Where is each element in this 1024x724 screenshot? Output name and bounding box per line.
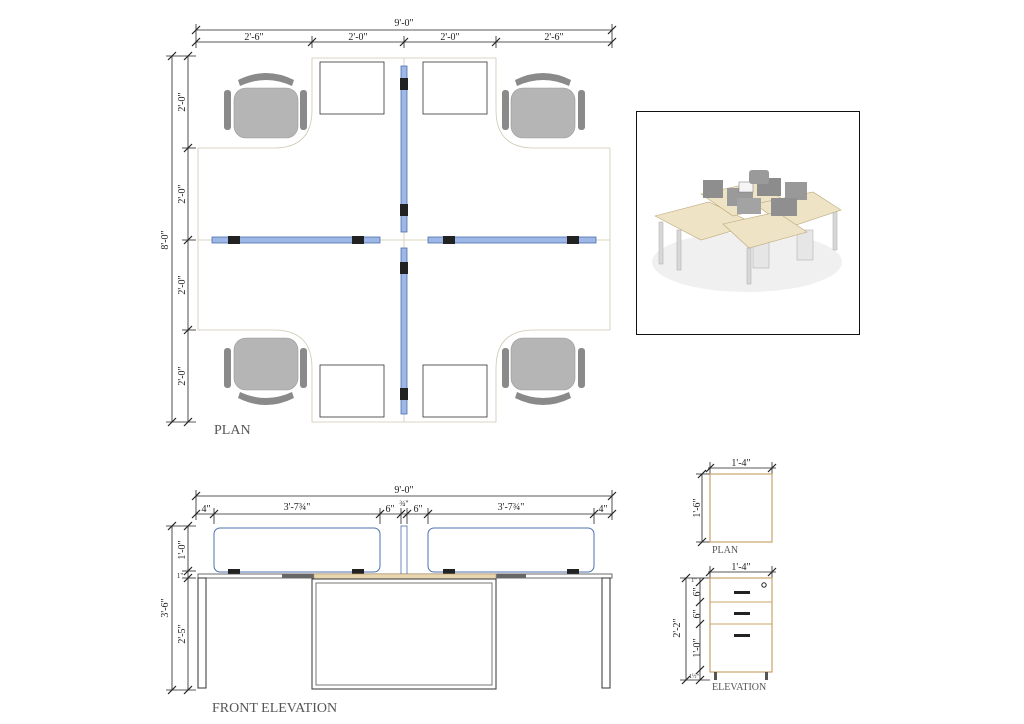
elev-screen-left	[213, 527, 381, 573]
pedestal-body	[709, 577, 773, 673]
plan-label: PLAN	[214, 423, 251, 438]
pedestal-elev-drawer1: 6"	[692, 587, 703, 596]
elev-left-offset: 4"	[201, 504, 210, 515]
drawer-handle-1	[734, 591, 750, 594]
chair-top-right	[502, 73, 585, 139]
pedestal-elev-width: 1'-4"	[731, 562, 750, 573]
drawer-handle-3	[734, 634, 750, 637]
pedestal-elev-base: 1½"	[689, 673, 700, 680]
elev-modesty-frame	[311, 578, 497, 690]
lock-icon	[761, 582, 767, 588]
elev-desk-height: 2'-5"	[177, 624, 188, 643]
partition-vertical-bottom	[400, 247, 408, 415]
elev-mid-right: 6"	[413, 504, 422, 515]
plan-seg-4: 2'-6"	[544, 32, 563, 43]
chair-bottom-right	[502, 337, 585, 405]
pedestal-plan-box	[709, 473, 773, 543]
plan-total-depth: 8'-0"	[160, 230, 171, 249]
front-elevation: 9'-0" 4" 3'-7¾" 6" ¾" 6" 3'-7¾" 4" 3'-6"	[160, 485, 617, 716]
pedestal-plan-width: 1'-4"	[731, 458, 750, 469]
pedestal-elev-top: 1"	[691, 578, 697, 584]
monitor-bottom-left	[319, 364, 385, 418]
plan-depth-4: 2'-0"	[177, 366, 188, 385]
plan-seg-3: 2'-0"	[440, 32, 459, 43]
elev-panel-height: 1'-0"	[177, 540, 188, 559]
plan-depth-1: 2'-0"	[177, 92, 188, 111]
front-elevation-label: FRONT ELEVATION	[212, 701, 337, 716]
plan-seg-1: 2'-6"	[244, 32, 263, 43]
monitor-top-right	[422, 61, 488, 115]
elev-leg-left	[197, 577, 207, 689]
pedestal-elevation-label: ELEVATION	[712, 682, 766, 693]
elev-right-panel: 3'-7¾"	[498, 502, 525, 513]
monitor-top-left	[319, 61, 385, 115]
plan-depth-2: 2'-0"	[177, 184, 188, 203]
render-preview	[636, 111, 860, 335]
drawer-handle-2	[734, 612, 750, 615]
elev-left-panel: 3'-7¾"	[284, 502, 311, 513]
elev-mid-center: ¾"	[399, 499, 408, 508]
elev-total-width: 9'-0"	[394, 485, 413, 496]
chair-bottom-left	[224, 337, 307, 405]
elev-total-height: 3'-6"	[160, 598, 171, 617]
elev-top-thickness: 1"	[177, 572, 184, 580]
pedestal-plan-depth: 1'-6"	[692, 498, 703, 517]
partition-horizontal-left	[211, 236, 381, 244]
chair-top-left	[224, 73, 307, 139]
pedestal-elev-drawer2: 6"	[692, 609, 703, 618]
elev-mid-left: 6"	[385, 504, 394, 515]
elev-screen-right	[427, 527, 595, 573]
partition-vertical-top	[400, 65, 408, 233]
pedestal-elev-total: 2'-2"	[672, 618, 683, 637]
elev-right-offset: 4"	[598, 504, 607, 515]
workstation-render-image	[652, 170, 842, 292]
plan-total-width: 9'-0"	[394, 18, 413, 29]
plan-depth-3: 2'-0"	[177, 275, 188, 294]
partition-horizontal-right	[427, 236, 597, 244]
pedestal-elev-drawer3: 1'-0"	[692, 638, 703, 657]
pedestal-elevation: 1'-4" 2'-2" 1" 6" 6" 1'-0" 1½" ELEVATION	[672, 562, 777, 693]
pedestal-plan-label: PLAN	[712, 545, 738, 556]
elev-center-post	[400, 525, 408, 575]
elev-leg-right	[601, 577, 611, 689]
plan-view: 9'-0" 2'-6" 2'-0" 2'-0" 2'-6" 8'-0" 2'-0…	[160, 18, 617, 438]
monitor-bottom-right	[422, 364, 488, 418]
pedestal-plan: 1'-4" 1'-6" PLAN	[692, 458, 777, 556]
plan-seg-2: 2'-0"	[348, 32, 367, 43]
